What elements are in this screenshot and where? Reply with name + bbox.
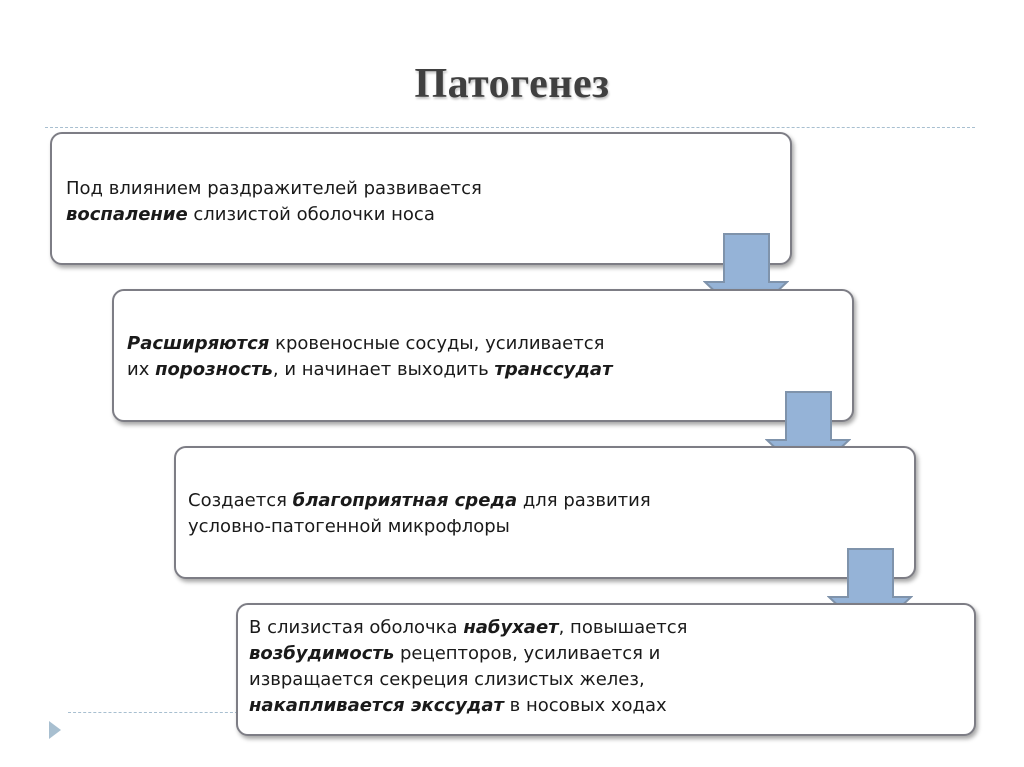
step-3-text: Создается благоприятная среда для развит… — [188, 488, 651, 540]
triangle-bullet-icon — [49, 721, 61, 739]
step-4-line-4: в носовых ходах — [503, 695, 667, 716]
step-3-line-1a: Создается — [188, 490, 293, 511]
step-3-line-2: условно-патогенной микрофлоры — [188, 516, 510, 537]
step-2-emphasis-2: порозность — [155, 359, 273, 380]
slide-title: Патогенез — [414, 61, 610, 107]
step-4-emphasis-2: возбудимость — [249, 643, 395, 664]
step-4-line-3: извращается секреция слизистых желез, — [249, 669, 645, 690]
step-4-line-2: рецепторов, усиливается и — [394, 643, 661, 664]
step-4-line-1b: , повышается — [558, 617, 688, 638]
step-box-4: В слизистая оболочка набухает, повышаетс… — [236, 603, 976, 736]
step-box-1: Под влиянием раздражителей развивается во… — [50, 132, 792, 265]
footer-divider — [68, 712, 238, 713]
step-4-emphasis-1: набухает — [463, 617, 559, 638]
step-3-emphasis: благоприятная среда — [292, 490, 518, 511]
step-box-2: Расширяются кровеносные сосуды, усиливае… — [112, 289, 854, 422]
step-4-emphasis-3: накапливается экссудат — [249, 695, 504, 716]
step-2-line-2b: , и начинает выходить — [272, 359, 495, 380]
step-2-emphasis-1: Расширяются — [127, 333, 270, 354]
step-2-emphasis-3: транссудат — [494, 359, 613, 380]
step-4-text: В слизистая оболочка набухает, повышаетс… — [249, 615, 687, 719]
step-4-line-1a: В слизистая оболочка — [249, 617, 464, 638]
step-box-3: Создается благоприятная среда для развит… — [174, 446, 916, 579]
step-2-line-2a: их — [127, 359, 156, 380]
step-3-line-1b: для развития — [517, 490, 651, 511]
step-1-line-2: слизистой оболочки носа — [187, 204, 435, 225]
step-2-text: Расширяются кровеносные сосуды, усиливае… — [127, 331, 613, 383]
step-1-line-1: Под влиянием раздражителей развивается — [66, 178, 482, 199]
step-1-emphasis: воспаление — [66, 204, 188, 225]
step-1-text: Под влиянием раздражителей развивается во… — [66, 176, 482, 228]
title-divider — [45, 127, 975, 128]
step-2-line-1: кровеносные сосуды, усиливается — [269, 333, 605, 354]
